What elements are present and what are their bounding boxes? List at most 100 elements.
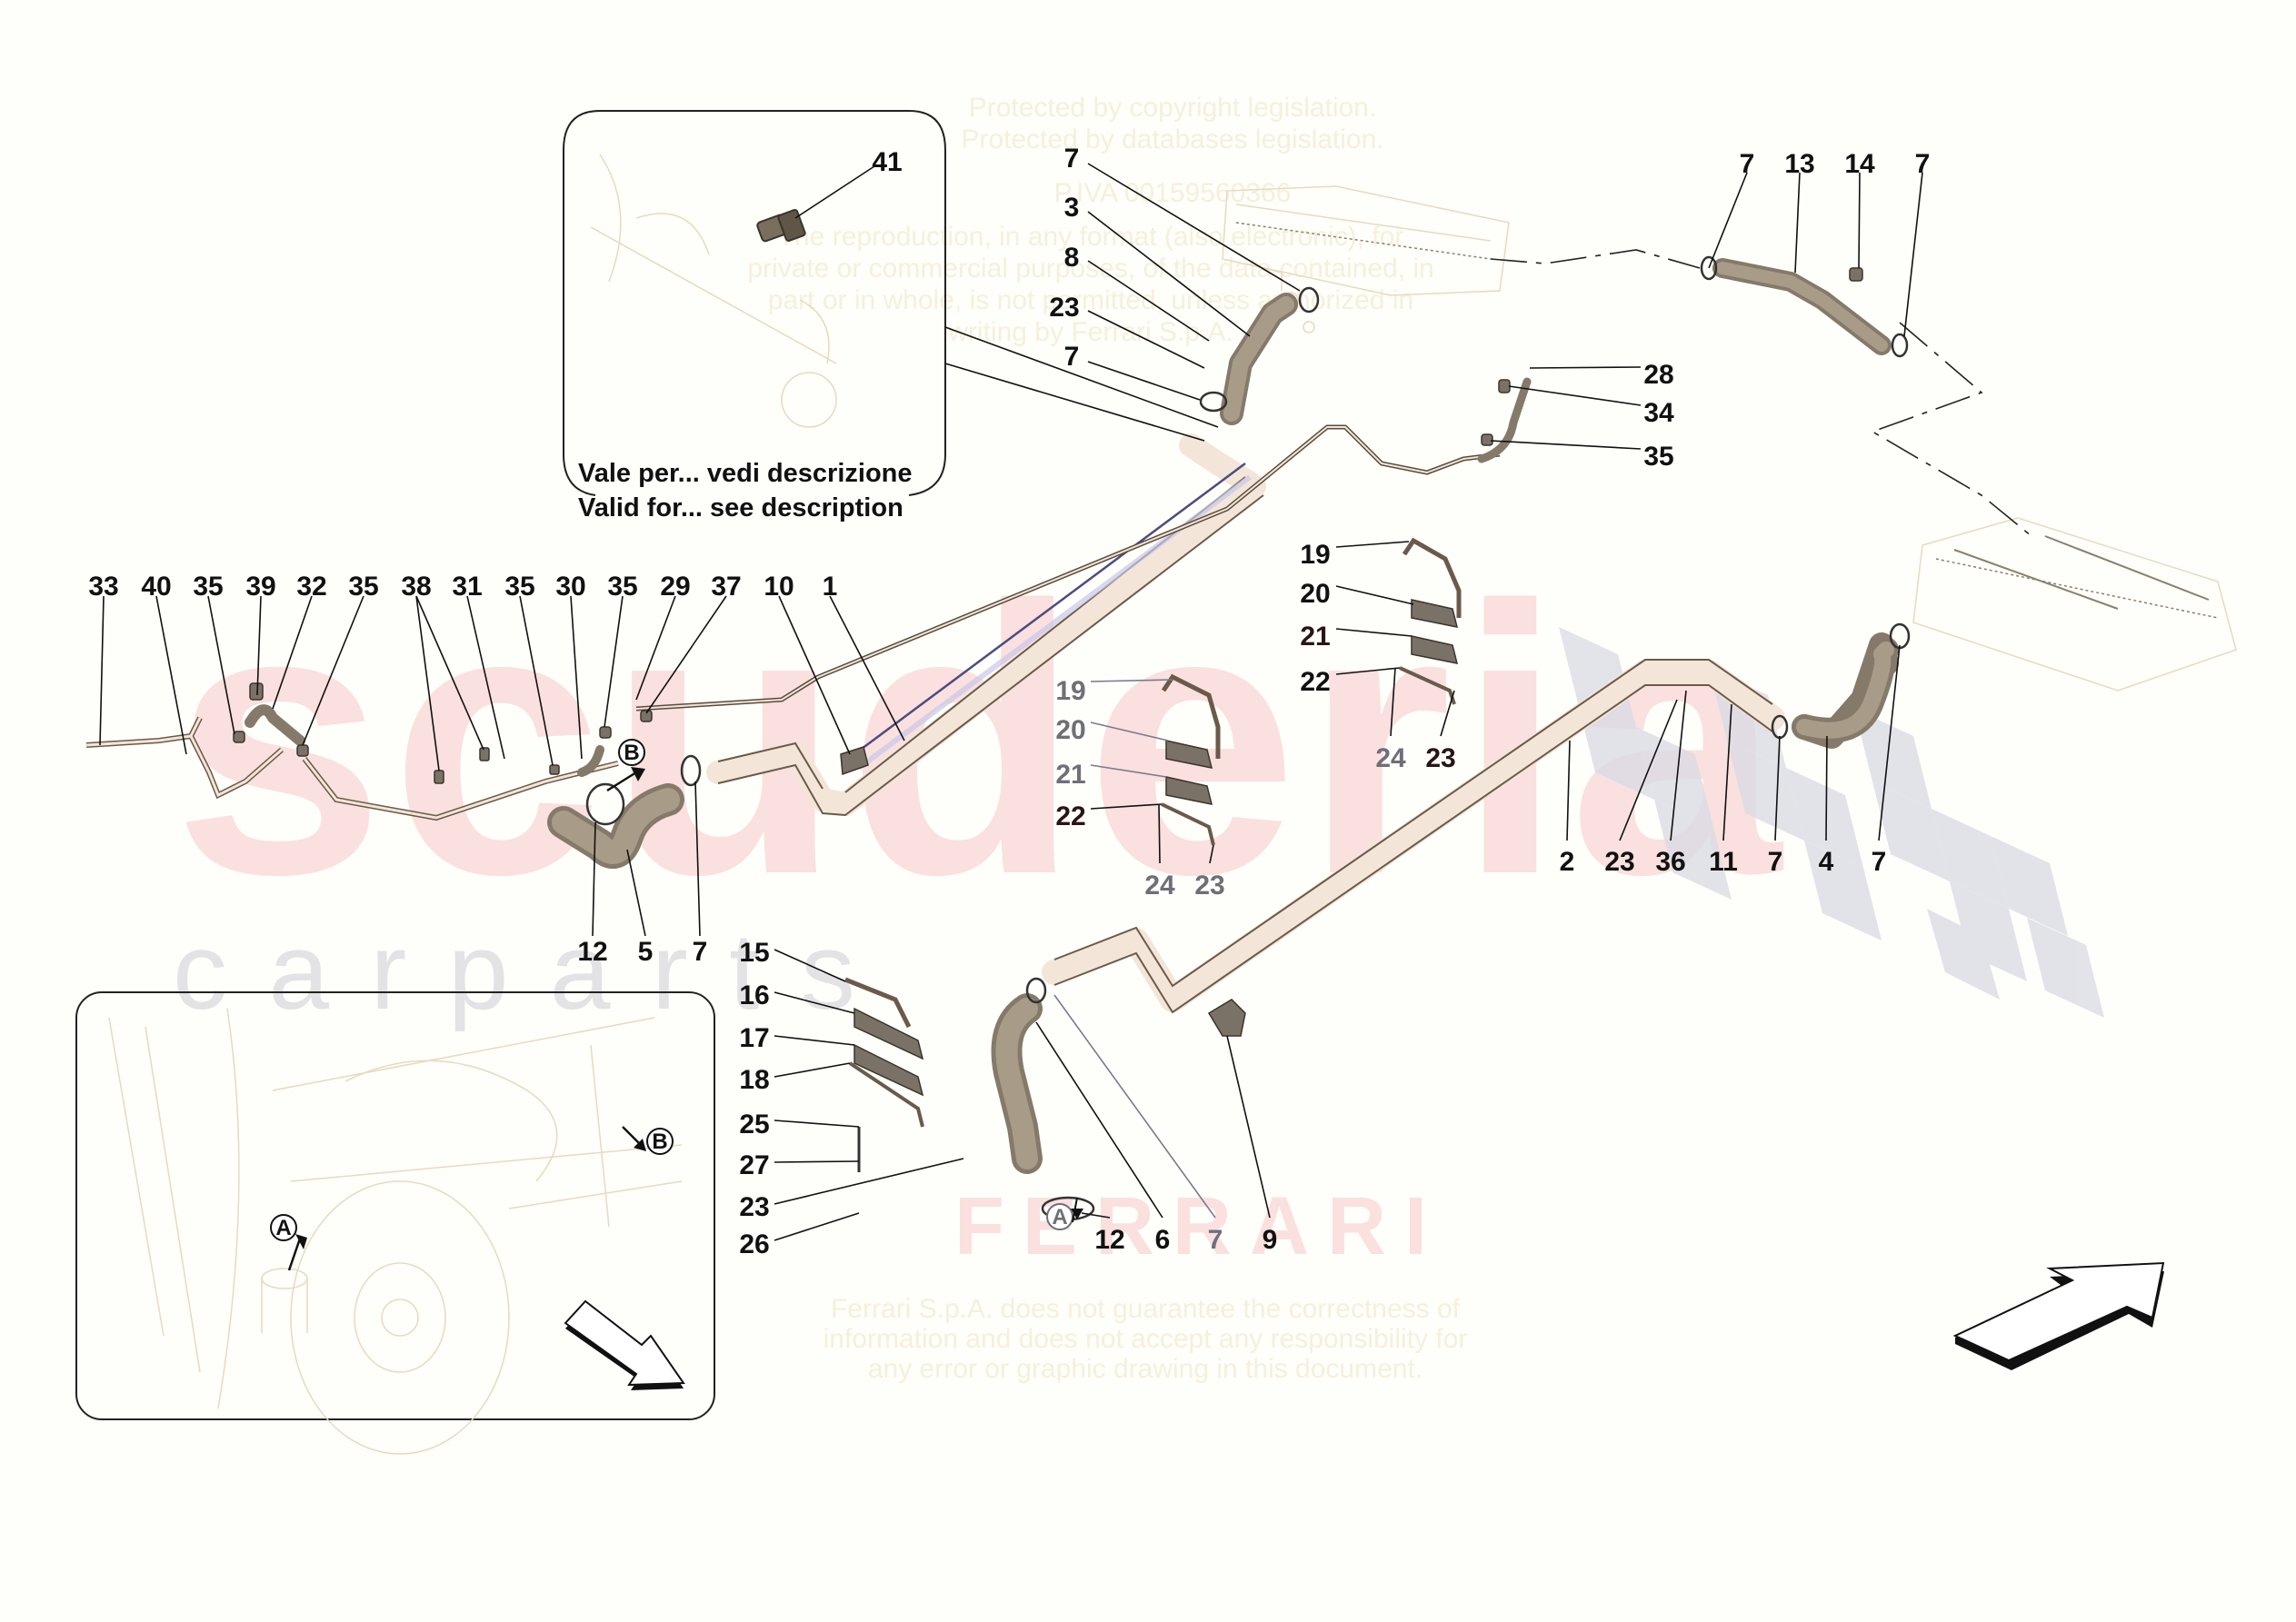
callout-22: 22 bbox=[1055, 801, 1085, 831]
inset-engine-view: A B bbox=[75, 991, 715, 1455]
callout-9: 9 bbox=[1263, 1225, 1278, 1255]
callout-37: 37 bbox=[711, 572, 741, 602]
callout-35: 35 bbox=[607, 572, 637, 602]
callout-7: 7 bbox=[1915, 149, 1931, 179]
marker-b-main: B bbox=[606, 739, 645, 792]
center-lines bbox=[1490, 249, 2032, 537]
callout-31: 31 bbox=[452, 572, 482, 602]
svg-text:A: A bbox=[275, 1216, 291, 1240]
callout-35: 35 bbox=[504, 572, 534, 602]
callout-2: 2 bbox=[1560, 847, 1575, 877]
svg-text:Protected by copyright legisla: Protected by copyright legislation. bbox=[969, 93, 1377, 123]
callout-11: 11 bbox=[1709, 847, 1738, 877]
callout-15: 15 bbox=[739, 938, 769, 968]
hose-13 bbox=[1712, 258, 1892, 355]
callout-34: 34 bbox=[1643, 398, 1674, 428]
hose-3 bbox=[1220, 293, 1298, 425]
callout-7: 7 bbox=[1208, 1225, 1223, 1255]
callout-7: 7 bbox=[1872, 847, 1887, 877]
callout-23: 23 bbox=[1425, 743, 1455, 773]
svg-text:any error or graphic drawing i: any error or graphic drawing in this doc… bbox=[868, 1354, 1423, 1384]
callout-7: 7 bbox=[1064, 342, 1080, 372]
hose-6 bbox=[991, 993, 1043, 1174]
callout-20: 20 bbox=[1055, 715, 1085, 745]
callout-25: 25 bbox=[739, 1110, 769, 1139]
callout-7: 7 bbox=[1740, 149, 1755, 179]
bracket-group-bottom bbox=[844, 977, 924, 1172]
hose-28 bbox=[1477, 377, 1532, 463]
callout-8: 8 bbox=[1064, 243, 1080, 273]
callout-1: 1 bbox=[823, 572, 838, 602]
watermark-brand: scuderia c a r p a r t s bbox=[173, 528, 1787, 1032]
callout-39: 39 bbox=[245, 572, 275, 602]
callout-20: 20 bbox=[1300, 579, 1330, 609]
inset-valid-for: Vale per... vedi descrizione Valid for..… bbox=[563, 110, 946, 522]
callout-3: 3 bbox=[1064, 193, 1080, 223]
hose-4 bbox=[1792, 632, 1899, 749]
inset-note-italian: Vale per... vedi descrizione bbox=[578, 459, 913, 488]
callout-27: 27 bbox=[739, 1150, 769, 1180]
svg-text:The reproduction, in any forma: The reproduction, in any format (also el… bbox=[778, 222, 1404, 252]
callout-16: 16 bbox=[739, 980, 769, 1010]
callout-7: 7 bbox=[693, 937, 708, 967]
callout-35: 35 bbox=[193, 572, 223, 602]
callout-23: 23 bbox=[1194, 871, 1224, 901]
callout-18: 18 bbox=[739, 1065, 769, 1095]
callout-23: 23 bbox=[1604, 847, 1634, 877]
svg-text:scuderia: scuderia bbox=[173, 528, 1787, 954]
callout-41: 41 bbox=[872, 147, 902, 177]
callout-33: 33 bbox=[88, 572, 118, 602]
radiator-upper bbox=[1222, 185, 1510, 333]
callout-26: 26 bbox=[739, 1229, 769, 1259]
svg-text:Protected by databases legisla: Protected by databases legislation. bbox=[961, 124, 1383, 154]
callout-labels: 41 7 3 8 23 7 7 13 14 7 28 34 35 33 40 3… bbox=[88, 144, 1930, 1259]
part-41-sensor bbox=[756, 208, 806, 243]
marker-a-main: A bbox=[1046, 1197, 1083, 1230]
svg-text:B: B bbox=[624, 741, 639, 765]
marker-b-inset: B bbox=[622, 1126, 674, 1155]
callout-14: 14 bbox=[1844, 149, 1875, 179]
callout-17: 17 bbox=[739, 1023, 769, 1053]
direction-arrow-inset bbox=[564, 1299, 685, 1390]
callout-13: 13 bbox=[1784, 149, 1814, 179]
main-pipe-2 bbox=[1042, 659, 1785, 1014]
callout-21: 21 bbox=[1300, 622, 1330, 652]
radiator-lower bbox=[1912, 517, 2237, 692]
main-pipe-1 bbox=[706, 433, 1266, 817]
callout-28: 28 bbox=[1643, 360, 1673, 390]
marker-a-inset: A bbox=[270, 1214, 307, 1271]
watermark-checkered-flag bbox=[1559, 627, 2104, 1018]
callout-19: 19 bbox=[1300, 540, 1330, 570]
callout-22: 22 bbox=[1300, 667, 1330, 697]
callout-30: 30 bbox=[555, 572, 585, 602]
callout-29: 29 bbox=[660, 572, 690, 602]
callout-4: 4 bbox=[1819, 847, 1834, 877]
svg-text:A: A bbox=[1052, 1205, 1067, 1229]
svg-text:private or commercial purposes: private or commercial purposes, of the d… bbox=[747, 254, 1433, 284]
callout-21: 21 bbox=[1055, 760, 1085, 790]
left-small-line bbox=[85, 716, 619, 821]
callout-35: 35 bbox=[1643, 442, 1673, 472]
callout-23: 23 bbox=[739, 1192, 769, 1222]
svg-text:c a r p a r t s: c a r p a r t s bbox=[173, 911, 861, 1032]
svg-text:B: B bbox=[652, 1129, 667, 1154]
svg-text:FERRARI: FERRARI bbox=[954, 1181, 1445, 1272]
bracket-group-right bbox=[1399, 537, 1462, 705]
hose-32 bbox=[245, 704, 305, 746]
callout-24: 24 bbox=[1144, 871, 1175, 901]
inset-note-english: Valid for... see description bbox=[578, 493, 903, 522]
callout-40: 40 bbox=[141, 572, 171, 602]
svg-text:P.IVA 00159560366: P.IVA 00159560366 bbox=[1054, 178, 1292, 208]
callout-7: 7 bbox=[1768, 847, 1783, 877]
watermark-disclaimer: FERRARI Ferrari S.p.A. does not guarante… bbox=[824, 1181, 1468, 1384]
callout-12: 12 bbox=[1094, 1225, 1124, 1255]
callout-6: 6 bbox=[1155, 1225, 1171, 1255]
svg-text:information and does not accep: information and does not accept any resp… bbox=[824, 1324, 1468, 1354]
hose-5 bbox=[547, 783, 684, 869]
callout-24: 24 bbox=[1375, 743, 1406, 773]
callout-36: 36 bbox=[1655, 847, 1685, 877]
callout-12: 12 bbox=[577, 937, 607, 967]
callout-38: 38 bbox=[401, 572, 431, 602]
hose-30 bbox=[577, 745, 604, 777]
leader-lines bbox=[99, 163, 1923, 1241]
